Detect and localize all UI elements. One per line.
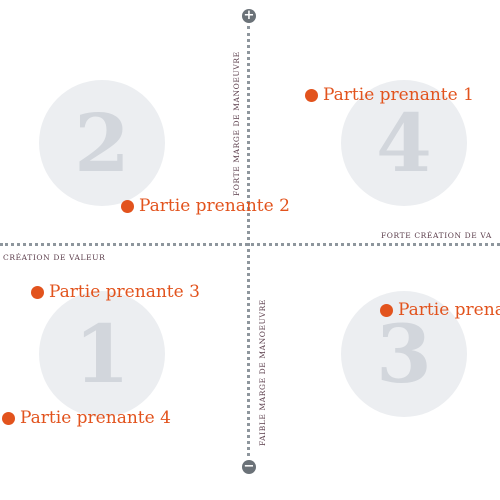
stakeholder-label: Partie prenante 3 xyxy=(49,282,200,302)
quadrant-3-number: 3 xyxy=(376,307,432,401)
horizontal-axis xyxy=(0,243,500,246)
quadrant-1-number: 1 xyxy=(74,307,130,401)
stakeholder-dot xyxy=(31,285,44,299)
stakeholder-3[interactable]: Partie prenante 3 xyxy=(31,282,200,302)
minus-icon: − xyxy=(242,459,256,474)
stakeholder-4[interactable]: Partie prenante 4 xyxy=(2,408,171,428)
stakeholder-dot xyxy=(121,199,134,213)
stakeholder-5[interactable]: Partie prenante xyxy=(380,300,500,320)
axis-label-bottom: Faible marge de manoeuvre xyxy=(258,299,267,446)
axis-label-top: Forte marge de manoeuvre xyxy=(232,51,241,196)
stakeholder-label: Partie prenante 4 xyxy=(20,408,171,428)
quadrant-4-number: 4 xyxy=(376,96,432,190)
quadrant-2-number: 2 xyxy=(74,96,130,190)
vertical-axis xyxy=(247,26,250,456)
quadrant-3-circle: 3 xyxy=(341,291,467,417)
axis-label-left: création de valeur xyxy=(3,253,106,262)
stakeholder-dot xyxy=(305,88,318,102)
axis-label-right: Forte création de va xyxy=(381,231,492,240)
stakeholder-2[interactable]: Partie prenante 2 xyxy=(121,196,290,216)
quadrant-2-circle: 2 xyxy=(39,80,165,206)
stakeholder-dot xyxy=(2,411,15,425)
stakeholder-label: Partie prenante 1 xyxy=(323,85,474,105)
quadrant-4-circle: 4 xyxy=(341,80,467,206)
stakeholder-label: Partie prenante xyxy=(398,300,500,320)
stakeholder-label: Partie prenante 2 xyxy=(139,196,290,216)
quadrant-1-circle: 1 xyxy=(39,291,165,417)
stakeholder-dot xyxy=(380,303,393,317)
stakeholder-1[interactable]: Partie prenante 1 xyxy=(305,85,474,105)
plus-icon: + xyxy=(242,8,256,23)
